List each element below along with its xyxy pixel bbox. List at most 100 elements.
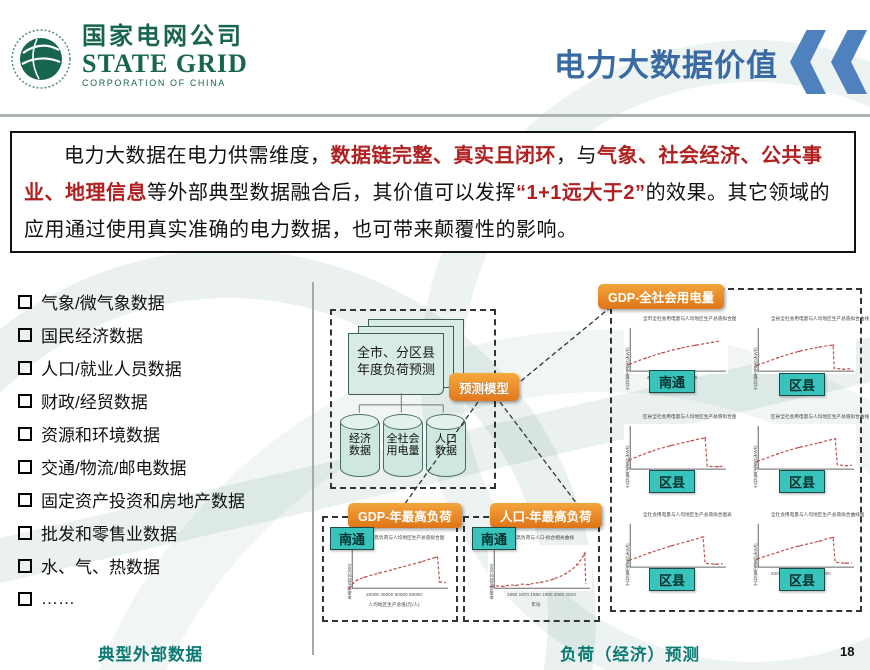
list-item: 批发和零售业数据 <box>18 516 245 549</box>
list-item: 人口/就业人员数据 <box>18 351 245 384</box>
mini-chart-plot <box>755 326 856 374</box>
region-label: 区县 <box>779 568 825 591</box>
mini-chart-title: 全社会用电量与人均地区生产总值拟合图表 <box>642 512 732 518</box>
mini-chart-ylabel: 全社会用电量(亿kWh) <box>625 347 630 390</box>
db-label-line1: 全社会 <box>386 433 420 445</box>
region-label: 区县 <box>779 470 825 493</box>
region-label: 南通 <box>472 527 516 550</box>
intro-segment: ，与 <box>556 145 597 167</box>
list-item-label: 财政/经贸数据 <box>41 393 148 412</box>
list-item: 资源和环境数据 <box>18 417 245 450</box>
mini-chart-ylabel: 全社会用电量(亿kWh) <box>753 445 758 488</box>
logo-name-en: STATE GRID <box>82 49 248 78</box>
header-divider <box>0 114 870 117</box>
caption-external-data: 典型外部数据 <box>98 646 203 664</box>
mini-chart-plot <box>627 424 728 472</box>
mini-chart-title: 年最高负荷与人均地区生产总值拟合图 <box>364 535 445 541</box>
chevron-left-icon <box>831 30 867 94</box>
mini-chart: 全市全社会用电量与人均地区生产总值拟合图 全社会用电量(亿kWh) 4000 8… <box>616 316 737 390</box>
db-cylinder-population: 人口 数据 <box>425 414 466 477</box>
state-grid-logo: 国家电网公司 STATE GRID CORPORATION OF CHINA <box>10 24 248 94</box>
mini-chart: 年最高负荷与人口-拟合相关曲线 年最高负荷(万kW) 1960 1970 198… <box>480 535 592 612</box>
mini-chart-title: 全市全社会用电量与人均地区生产总值拟合图 <box>642 316 737 322</box>
chevron-left-icon <box>790 30 826 94</box>
logo-text: 国家电网公司 STATE GRID CORPORATION OF CHINA <box>82 24 248 89</box>
list-item-label: 交通/物流/邮电数据 <box>41 459 187 478</box>
mini-chart-title: 年最高负荷与人口-拟合相关曲线 <box>506 535 574 541</box>
checkbox-icon <box>18 360 32 375</box>
double-chevron-icon <box>785 30 867 94</box>
region-label: 区县 <box>649 470 695 493</box>
mini-chart-xticks: 20000 40000 60000 80000 <box>366 592 422 598</box>
db-cylinder-label: 经济 数据 <box>341 433 379 457</box>
intro-segment: 的效果。其它领域的应用通过使用真实准确的电力数据，也可带来颠覆性的影响。 <box>24 182 831 241</box>
list-item-label: 资源和环境数据 <box>41 426 160 445</box>
document-title-line2: 年度负荷预测 <box>356 362 435 377</box>
db-label-line1: 经济 <box>349 433 371 445</box>
chip-gdp-load: GDP-年最高负荷 <box>348 503 462 528</box>
mini-chart-ylabel: 年最高负荷(万kW) <box>489 563 494 600</box>
checkbox-icon <box>18 294 32 309</box>
logo-name-cn: 国家电网公司 <box>82 23 244 50</box>
logo-name-sub: CORPORATION OF CHINA <box>82 78 226 88</box>
db-label-line2: 数据 <box>349 445 371 457</box>
mini-chart-title: 区县全社会用电量与人均地区生产总值拟合曲线 <box>770 414 870 420</box>
intro-segment: 等外部典型数据融合后，其价值可以发挥 <box>147 182 516 204</box>
intro-segment-highlight: “1+1远大于2” <box>516 182 646 204</box>
mini-chart-plot <box>489 545 592 591</box>
external-data-list: 气象/微气象数据 国民经济数据 人口/就业人员数据 财政/经贸数据 资源和环境数… <box>18 285 245 615</box>
checkbox-icon <box>18 525 32 540</box>
mini-chart-title: 区县全社会用电量与人均地区生产总值拟合图 <box>642 414 737 420</box>
mini-chart: 区县全社会用电量与人均地区生产总值拟合图 全社会用电量(亿kWh) 2000 6… <box>616 414 737 488</box>
mini-chart-xlabel: 人均地区生产总值(元/人) <box>368 602 420 608</box>
mini-chart: 年最高负荷与人均地区生产总值拟合图 年最高负荷(万kW) 20000 40000… <box>338 535 450 612</box>
mini-chart-xticks: 1960 1970 1980 1990 2000 2010 <box>506 592 576 598</box>
mini-chart-plot <box>627 326 728 374</box>
prediction-model-node: 预测模型 <box>449 373 519 401</box>
list-item-label: 固定资产投资和房地产数据 <box>41 492 245 511</box>
intro-segment: 电力大数据在电力供需维度， <box>64 145 331 167</box>
mini-chart-plot <box>627 522 728 570</box>
db-label-line2: 用电量 <box>386 445 420 457</box>
db-cylinder-power: 全社会 用电量 <box>382 414 423 477</box>
list-item-label: 人口/就业人员数据 <box>41 360 182 379</box>
list-item-label: 批发和零售业数据 <box>41 525 177 544</box>
mini-chart-ylabel: 年最高负荷(万kW) <box>347 563 352 600</box>
document-stack-front: 全市、分区县 年度负荷预测 <box>348 333 444 395</box>
intro-segment-highlight: 数据链完整、真实且闭环 <box>330 145 556 167</box>
region-label: 南通 <box>649 370 695 393</box>
chip-pop-load: 人口-年最高负荷 <box>490 503 602 528</box>
list-item: 气象/微气象数据 <box>18 285 245 318</box>
vertical-divider <box>312 282 314 655</box>
list-item-label: 气象/微气象数据 <box>41 294 165 313</box>
db-label-line2: 数据 <box>435 445 457 457</box>
source-connector-lines <box>358 393 444 413</box>
caption-load-forecast: 负荷（经济）预测 <box>560 646 700 664</box>
mini-chart-plot <box>755 522 856 570</box>
checkbox-icon <box>18 426 32 441</box>
db-cylinder-label: 全社会 用电量 <box>384 433 422 457</box>
page-number: 18 <box>840 644 855 659</box>
mini-chart-ylabel: 全社会用电量(亿kWh) <box>625 445 630 488</box>
mini-chart-ylabel: 全社会用电量(亿kWh) <box>753 347 758 390</box>
chip-gdp-power: GDP-全社会用电量 <box>598 284 725 309</box>
mini-chart-xlabel: 年份 <box>531 602 541 608</box>
page-title: 电力大数据价值 <box>554 48 778 83</box>
mini-chart-title: 全社会用电量与人均地区生产总值拟合曲线图 <box>770 512 865 518</box>
document-title-line1: 全市、分区县 <box>356 345 435 360</box>
mini-chart-title: 全县全社会用电量与人均地区生产总值拟合曲线 <box>770 316 870 322</box>
checkbox-icon <box>18 393 32 408</box>
list-item: 固定资产投资和房地产数据 <box>18 483 245 516</box>
list-item: …… <box>18 582 245 615</box>
gdp-power-charts-box <box>610 288 862 612</box>
intro-paragraph: 电力大数据在电力供需维度，数据链完整、真实且闭环，与气象、社会经济、公共事业、地… <box>24 138 842 249</box>
checkbox-icon <box>18 327 32 342</box>
list-item: 水、气、热数据 <box>18 549 245 582</box>
document-title: 全市、分区县 年度负荷预测 <box>349 334 443 378</box>
checkbox-icon <box>18 558 32 573</box>
list-item-label: 水、气、热数据 <box>41 558 160 577</box>
region-label: 南通 <box>330 527 374 550</box>
mini-chart-ylabel: 全社会用电量(亿kWh) <box>753 543 758 586</box>
list-item: 交通/物流/邮电数据 <box>18 450 245 483</box>
